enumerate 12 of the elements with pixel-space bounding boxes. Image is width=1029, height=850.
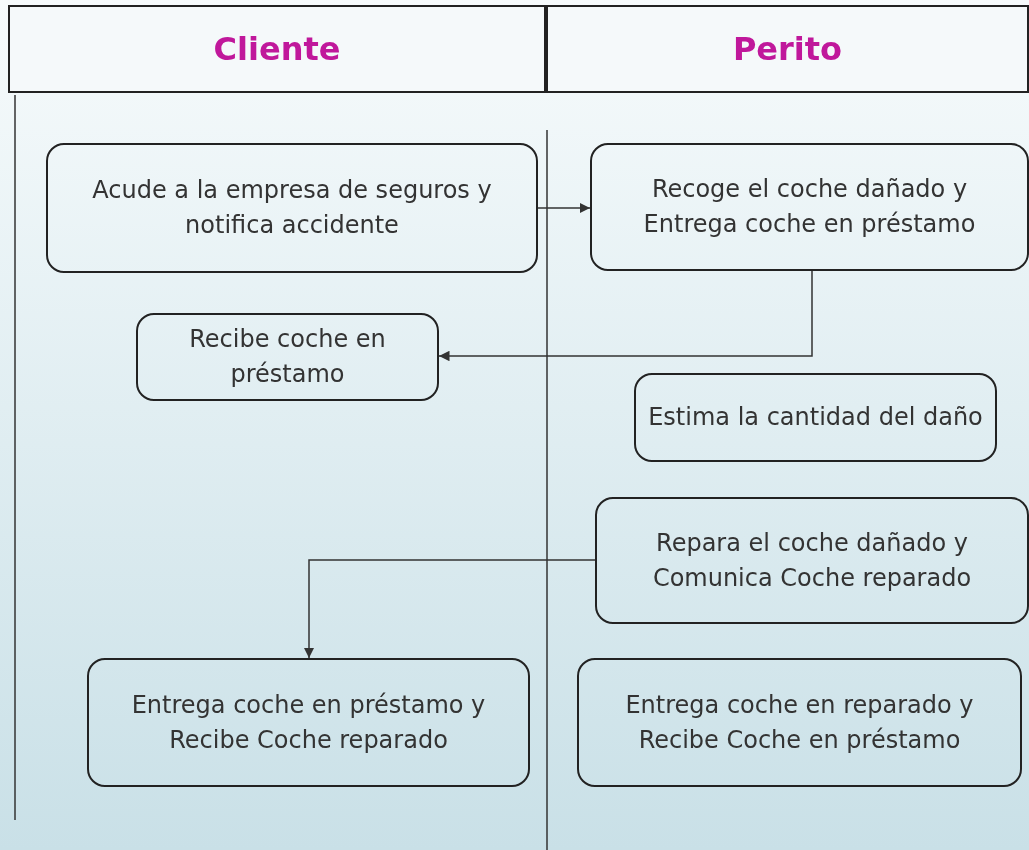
arrow (438, 270, 813, 362)
arrow (537, 202, 591, 214)
process-box: Entrega coche en reparado y Recibe Coche en préstamo (577, 658, 1022, 787)
process-box: Acude a la empresa de seguros y notifica accidente (46, 143, 538, 273)
lane-header: Cliente (8, 5, 546, 93)
process-box: Estima la cantidad del daño (634, 373, 997, 462)
lane-header: Perito (546, 5, 1029, 93)
process-box: Recibe coche en préstamo (136, 313, 439, 401)
process-box: Entrega coche en préstamo y Recibe Coche reparado (87, 658, 530, 787)
arrow (303, 559, 596, 659)
process-box: Repara el coche dañado y Comunica Coche reparado (595, 497, 1029, 624)
process-box: Recoge el coche dañado y Entrega coche en préstamo (590, 143, 1029, 271)
